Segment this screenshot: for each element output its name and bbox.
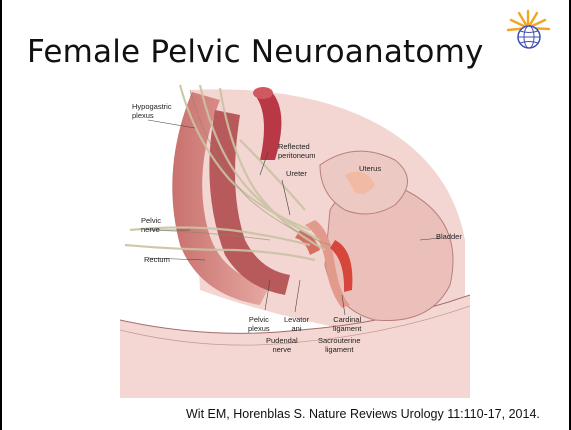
label-rectum: Rectum bbox=[144, 256, 170, 265]
label-levator-ani: Levator ani bbox=[284, 316, 309, 333]
label-hypogastric-plexus: Hypogastric plexus bbox=[132, 103, 172, 120]
label-cardinal-ligament: Cardinal ligament bbox=[333, 316, 361, 333]
label-bladder: Bladder bbox=[436, 233, 462, 242]
citation-text: Wit EM, Horenblas S. Nature Reviews Urol… bbox=[186, 407, 540, 421]
globe-sunburst-logo-icon bbox=[503, 8, 553, 52]
label-ureter: Ureter bbox=[286, 170, 307, 179]
label-uterus: Uterus bbox=[359, 165, 381, 174]
label-pudendal-nerve: Pudendal nerve bbox=[266, 337, 298, 354]
label-pelvic-nerve: Pelvic nerve bbox=[141, 217, 161, 234]
label-pelvic-plexus: Pelvic plexus bbox=[248, 316, 270, 333]
label-reflected-peritoneum: Reflected peritoneum bbox=[278, 143, 316, 160]
slide-title: Female Pelvic Neuroanatomy bbox=[27, 34, 484, 70]
slide-left-border bbox=[0, 0, 2, 430]
label-sacrouterine-ligament: Sacrouterine ligament bbox=[318, 337, 361, 354]
